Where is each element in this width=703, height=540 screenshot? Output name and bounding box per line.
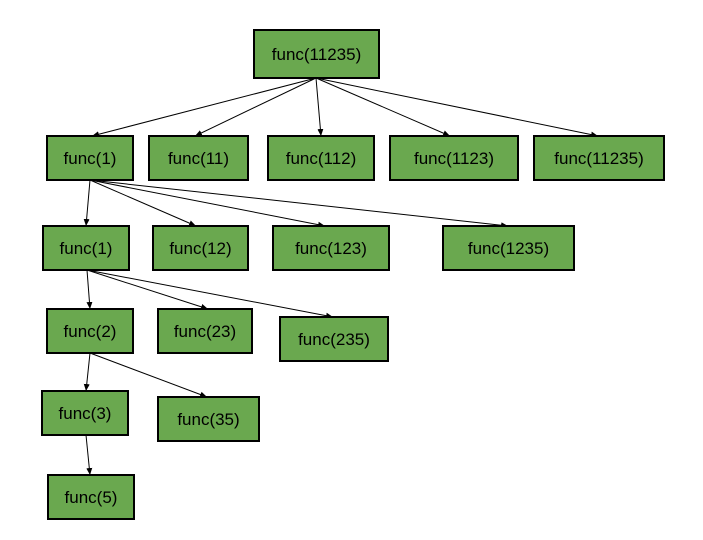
node-label: func(2)	[64, 322, 117, 341]
edge-arrow-root-to-l1b	[194, 77, 317, 137]
node-box	[533, 135, 665, 181]
edge-arrow-root-to-l1d	[315, 77, 451, 137]
edge-arrow-l1a-to-l2c	[89, 179, 326, 228]
tree-node-func-1235: func(1235)	[442, 225, 575, 271]
tree-node-func-1: func(1)	[42, 225, 130, 271]
node-label: func(112)	[286, 149, 357, 168]
node-box	[148, 135, 249, 181]
tree-node-func-11235: func(11235)	[533, 135, 665, 181]
tree-node-func-1123: func(1123)	[389, 135, 519, 181]
node-label: func(5)	[65, 488, 118, 507]
node-label: func(11235)	[554, 149, 643, 168]
tree-node-func-235: func(235)	[279, 316, 389, 362]
node-box	[267, 135, 375, 181]
node-label: func(123)	[295, 239, 367, 258]
node-label: func(11235)	[272, 45, 361, 64]
edge-arrow-l1a-to-l2b	[89, 179, 197, 227]
node-box	[279, 316, 389, 362]
node-label: func(1)	[64, 149, 117, 168]
node-label: func(12)	[169, 239, 231, 258]
node-box	[272, 225, 390, 271]
node-label: func(3)	[59, 404, 112, 423]
node-label: func(35)	[177, 410, 239, 429]
node-box	[47, 474, 135, 520]
edge-arrow-l3a-to-l4b	[89, 352, 208, 398]
node-box	[41, 390, 129, 436]
node-label: func(1123)	[414, 149, 494, 168]
node-label: func(23)	[174, 322, 236, 341]
edge-arrow-root-to-l1c	[315, 77, 324, 137]
tree-node-func-1: func(1)	[46, 135, 134, 181]
tree-node-func-35: func(35)	[157, 396, 260, 442]
node-label: func(235)	[298, 330, 370, 349]
edge-arrow-l1a-to-l2d	[89, 179, 509, 229]
edge-arrow-l2a-to-l3b	[86, 269, 209, 310]
node-box	[253, 29, 380, 79]
node-box	[389, 135, 519, 181]
node-label: func(1)	[60, 239, 113, 258]
edge-arrow-l2a-to-l3c	[86, 269, 334, 319]
edge-arrow-l1a-to-l2a	[83, 179, 91, 227]
tree-node-func-2: func(2)	[46, 308, 134, 354]
edge-arrow-l2a-to-l3a	[86, 269, 93, 310]
node-box	[46, 308, 134, 354]
edges	[83, 77, 599, 476]
tree-node-func-112: func(112)	[267, 135, 375, 181]
edge-arrow-l3a-to-l4a	[83, 352, 91, 392]
tree-node-func-11: func(11)	[148, 135, 249, 181]
node-box	[157, 308, 253, 354]
node-label: func(11)	[168, 149, 229, 168]
tree-node-func-3: func(3)	[41, 390, 129, 436]
node-box	[157, 396, 260, 442]
node-box	[152, 225, 249, 271]
tree-node-func-5: func(5)	[47, 474, 135, 520]
tree-node-func-12: func(12)	[152, 225, 249, 271]
node-box	[442, 225, 575, 271]
node-label: func(1235)	[468, 239, 549, 258]
node-box	[46, 135, 134, 181]
nodes: func(11235) func(1) func(11) func(112) func(…	[41, 29, 665, 520]
edge-arrow-root-to-l1e	[315, 77, 599, 138]
node-box	[42, 225, 130, 271]
tree-node-func-123: func(123)	[272, 225, 390, 271]
tree-node-func-11235: func(11235)	[253, 29, 380, 79]
edge-arrow-l4a-to-l5a	[85, 434, 93, 476]
tree-node-func-23: func(23)	[157, 308, 253, 354]
edge-arrow-root-to-l1a	[91, 77, 317, 138]
